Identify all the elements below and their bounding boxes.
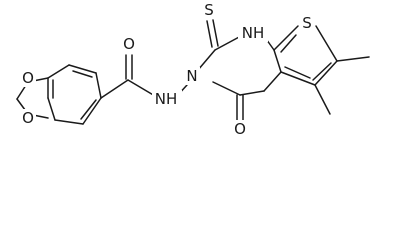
label-background — [184, 67, 200, 85]
bond — [206, 20, 213, 48]
bond — [214, 35, 242, 51]
atom-o-dioxole-top: O — [22, 69, 34, 87]
label-background — [232, 120, 248, 138]
atom-nh-ring: NH — [242, 24, 265, 42]
bond — [273, 49, 282, 73]
atom-s-thiophene: S — [302, 14, 312, 32]
bond — [54, 119, 84, 125]
label-background — [201, 1, 217, 19]
atom-o-amide: O — [123, 35, 135, 53]
bond — [47, 97, 56, 121]
bond — [315, 25, 338, 62]
label-background — [121, 35, 137, 53]
atom-n-ring: N — [186, 67, 197, 85]
bond — [72, 70, 93, 78]
bond — [80, 99, 97, 120]
bond — [212, 19, 219, 47]
bond — [263, 71, 282, 92]
bond — [68, 64, 97, 74]
bond — [284, 66, 311, 79]
label-background — [20, 109, 36, 127]
label-background — [20, 69, 36, 87]
molecule-structure: O O O NH N NH S S O — [16, 1, 370, 138]
bond — [314, 84, 331, 115]
label-background — [152, 90, 182, 108]
bonds — [16, 19, 370, 125]
atom-s-thione: S — [204, 1, 214, 19]
label-background — [299, 14, 315, 32]
bond — [280, 71, 316, 86]
bond — [314, 60, 338, 86]
bond — [239, 90, 265, 96]
atom-nh-amide: NH — [155, 90, 178, 108]
bond — [197, 49, 216, 71]
bond — [336, 56, 370, 62]
bond — [273, 25, 299, 51]
bond — [280, 34, 297, 53]
bond — [82, 97, 102, 125]
bond — [47, 64, 70, 79]
atom-o-dioxole-bottom: O — [22, 109, 34, 127]
bond — [95, 72, 102, 99]
bond — [212, 81, 241, 96]
label-background — [238, 24, 268, 42]
bond — [127, 79, 156, 97]
atom-o-ketone: O — [234, 120, 246, 138]
atom-labels: O O O NH N NH S S O — [20, 1, 315, 138]
bond — [312, 62, 332, 81]
bond — [100, 79, 129, 99]
